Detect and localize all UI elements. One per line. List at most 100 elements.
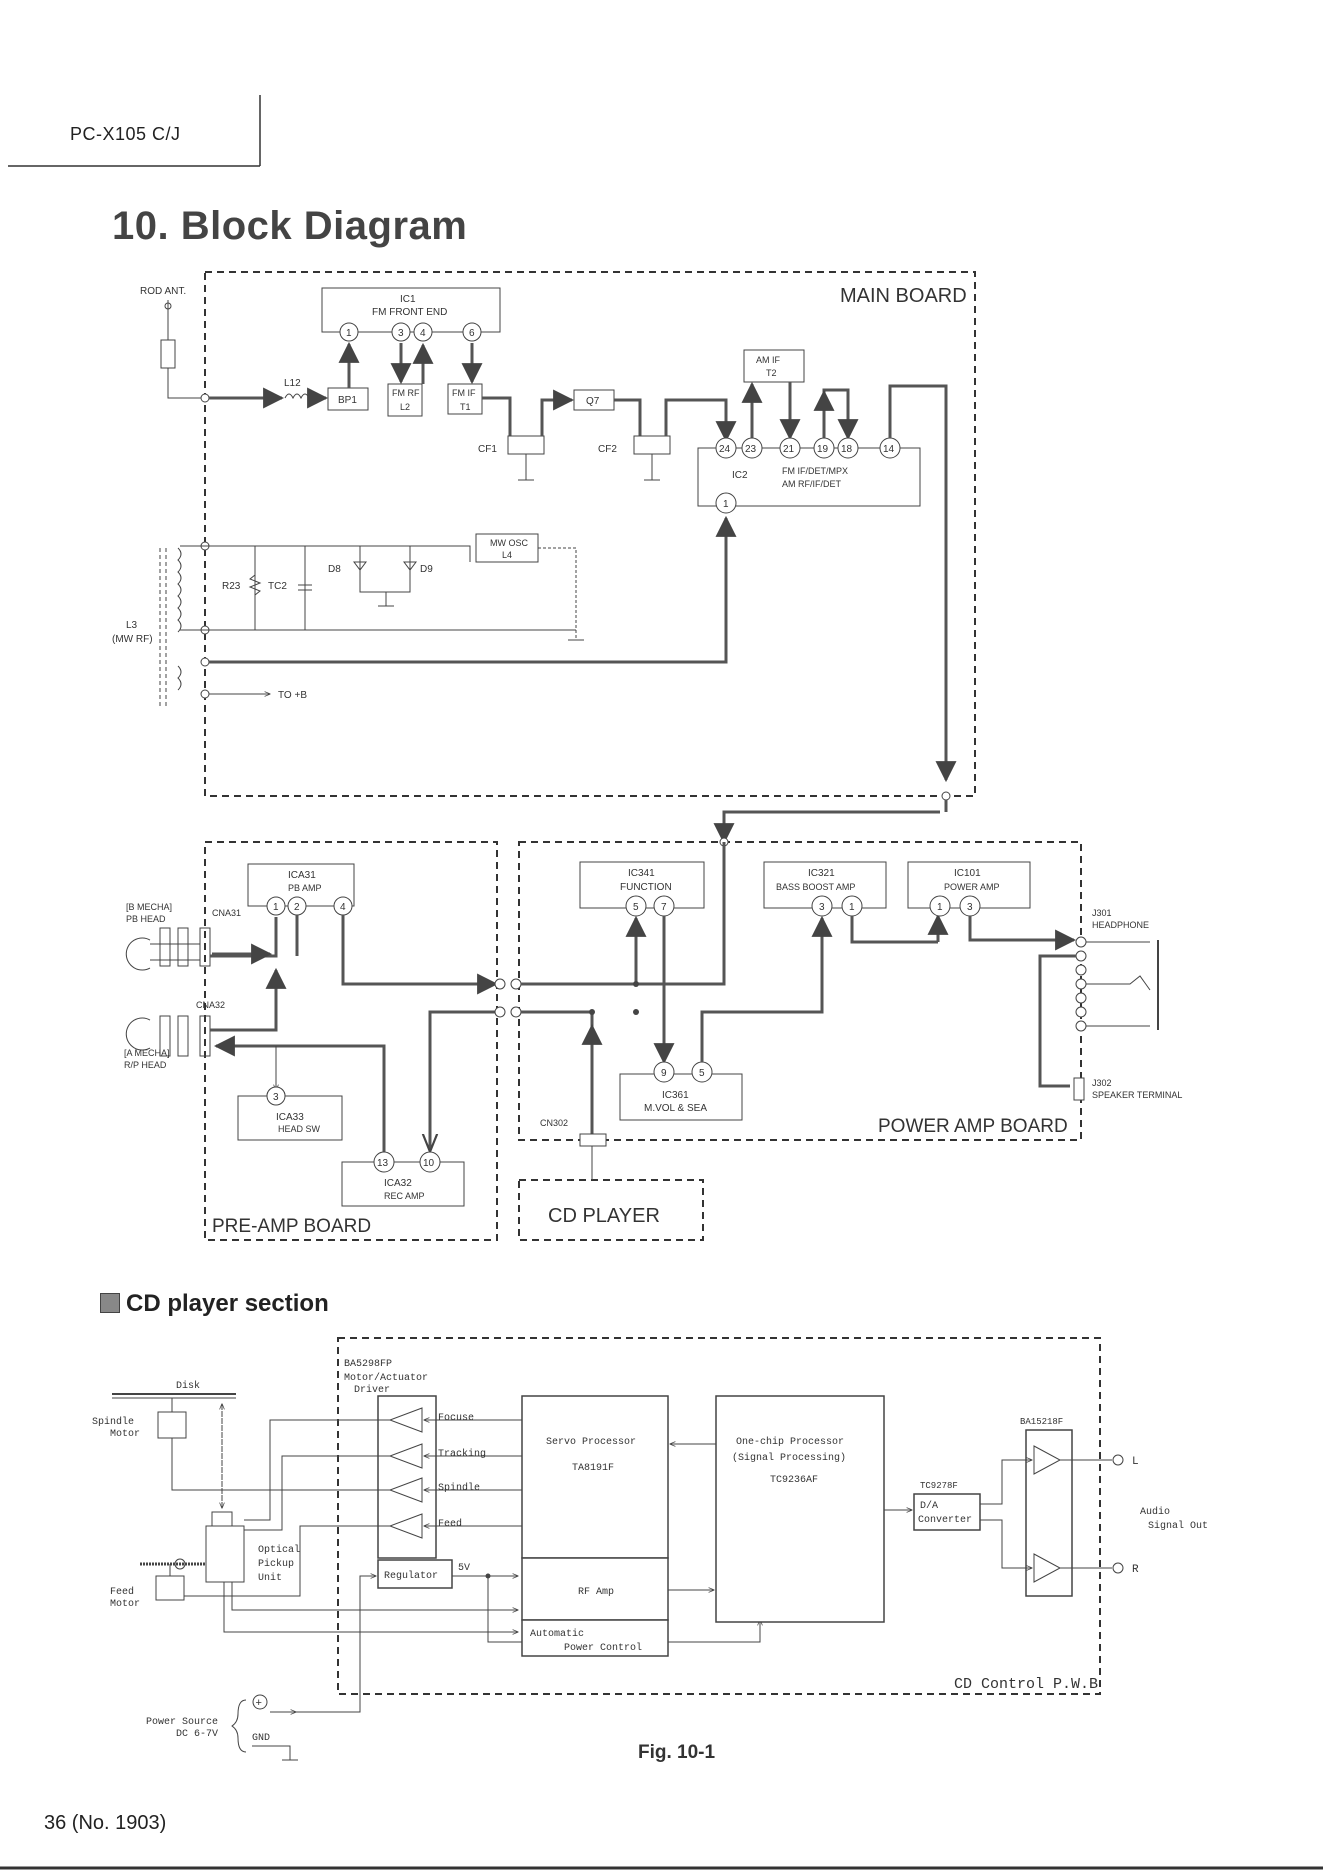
am-if-box: [743, 349, 805, 383]
dac-box: [913, 1493, 981, 1531]
model-number: PC-X105 C/J: [70, 124, 181, 144]
fm-if-sub: T1: [460, 402, 471, 412]
feed-drive-wire: [184, 1525, 390, 1597]
ic2-pin: [741, 437, 763, 459]
feed-motor-icon: [155, 1575, 185, 1601]
onechip-chip: TC9236AF: [770, 1475, 818, 1486]
pb-head-icon: [125, 937, 151, 971]
servo-processor-box: [521, 1395, 669, 1559]
j301-terminal: [1075, 992, 1087, 1004]
mw-osc-box: [475, 533, 539, 563]
j301-terminal: [1075, 1020, 1087, 1032]
j301-terminal: [1075, 950, 1087, 962]
driver-block: [377, 1395, 437, 1559]
pwb-label: CD Control P.W.B: [954, 1676, 1098, 1693]
power-amp-board-outline: [518, 841, 1082, 1141]
ic1-pin-label: 6: [469, 328, 475, 339]
ic341-name: IC341: [628, 868, 655, 879]
opamp-chip: BA15218F: [1020, 1417, 1063, 1427]
5v-label: 5V: [458, 1563, 470, 1574]
b-mecha-sub: PB HEAD: [126, 914, 166, 924]
optical-label: Optical: [258, 1544, 300, 1556]
a-mecha-label: [A MECHA]: [124, 1048, 170, 1058]
speaker-label: SPEAKER TERMINAL: [1092, 1090, 1182, 1100]
ica31-desc: PB AMP: [288, 883, 322, 893]
antenna-wire: [167, 368, 205, 399]
osc-wire: [538, 547, 577, 640]
l3-secondary-coil-icon: [177, 665, 182, 691]
pre-amp-board-label: PRE-AMP BOARD: [212, 1216, 371, 1237]
tracking-label: Tracking: [438, 1448, 486, 1460]
section-bullet-icon: [100, 1293, 120, 1313]
plus-terminal-icon: [252, 1694, 268, 1710]
ica32-pin-label: 13: [377, 1158, 389, 1169]
spindle-label: Spindle: [438, 1482, 480, 1494]
feed-motor-label: Feed: [110, 1586, 134, 1598]
ica31-name: ICA31: [288, 870, 316, 881]
main-board-label: MAIN BOARD: [840, 285, 967, 307]
r-out-terminal: [1112, 1562, 1124, 1574]
optical-label-2: Pickup: [258, 1558, 294, 1570]
ic321-name: IC321: [808, 868, 835, 879]
ic1-pin-label: 1: [346, 328, 352, 339]
ica32-desc: REC AMP: [384, 1191, 425, 1201]
ic321-pin: [811, 895, 833, 917]
gnd-wire: [252, 1745, 291, 1760]
tc2-label: TC2: [268, 581, 287, 592]
signal-path: [614, 398, 642, 436]
ic321-pin-label: 3: [819, 902, 825, 913]
ic2-pin-1: [715, 492, 737, 514]
power-source-label: Power Source: [146, 1717, 218, 1728]
board-connector: [494, 978, 506, 990]
ica33-name: ICA33: [276, 1112, 304, 1123]
j301-terminal: [1075, 936, 1087, 948]
regulator-box: [377, 1559, 453, 1589]
ic2-pin-label: 24: [719, 444, 731, 455]
ic2-pin-label: 23: [745, 444, 757, 455]
power-output-path: [968, 916, 1077, 951]
opamp-box: [1025, 1429, 1073, 1597]
coil-connector: [200, 657, 210, 667]
r23-label: R23: [222, 581, 241, 592]
signal-path: [822, 388, 859, 441]
dac-to-l: [980, 1460, 1032, 1505]
ic321-pin-label: 1: [849, 902, 855, 913]
headphone-label: HEADPHONE: [1092, 920, 1149, 930]
cn302-connector: [579, 1133, 607, 1147]
fm-rf-label: FM RF: [392, 388, 420, 398]
d9-diode-icon: [403, 561, 417, 571]
ic2-pin: [779, 437, 801, 459]
ica32-pin: [419, 1151, 441, 1173]
j301-terminal: [1075, 1006, 1087, 1018]
opamp-l-icon: [1033, 1445, 1062, 1475]
spindle-motor-label: Spindle: [92, 1416, 134, 1428]
ic2-desc-1: FM IF/DET/MPX: [782, 466, 848, 476]
ic361-desc: M.VOL & SEA: [644, 1103, 707, 1114]
l3-sub: (MW RF): [112, 634, 153, 645]
spindle-motor-icon: [157, 1411, 187, 1439]
rec-input-path: [430, 1010, 500, 1150]
opamp-r-icon: [1033, 1553, 1062, 1583]
l12-coil-icon: [284, 393, 310, 400]
main-board-connector: [941, 791, 951, 801]
ic1-desc: FM FRONT END: [372, 307, 447, 318]
page-footer: 36 (No. 1903): [44, 1812, 167, 1834]
feed-amp-icon: [388, 1513, 423, 1539]
ant-connector: [200, 393, 210, 403]
tuning-wire: [180, 545, 471, 562]
d8-label: D8: [328, 564, 341, 575]
signal-path: [540, 389, 575, 436]
cf1-filter: [507, 435, 545, 455]
to-power-amp-path: [713, 810, 940, 845]
ic2-pin: [813, 437, 835, 459]
diode-wire: [305, 545, 411, 593]
ica32-name: ICA32: [384, 1178, 412, 1189]
focuse-label: Focuse: [438, 1413, 474, 1424]
audio-label-2: Signal Out: [1148, 1520, 1208, 1532]
ica32-pin: [373, 1151, 395, 1173]
a-mecha-sub: R/P HEAD: [124, 1060, 167, 1070]
focus-amp-icon: [388, 1407, 423, 1433]
ic361-pin: [653, 1061, 675, 1083]
servo-chip: TA8191F: [572, 1463, 614, 1474]
